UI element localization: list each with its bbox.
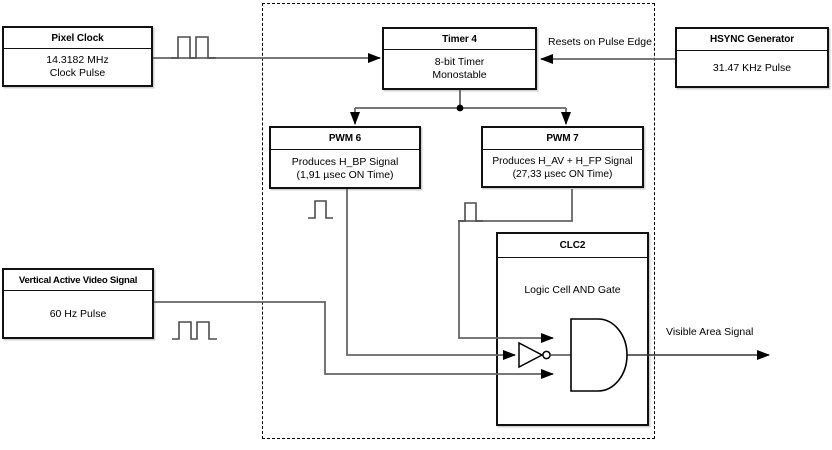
block-pwm7-line1: Produces H_AV + H_FP Signal bbox=[492, 156, 633, 167]
block-pixel-clock-line1: 14.3182 MHz bbox=[46, 54, 109, 66]
block-clc2-body: Logic Cell AND Gate bbox=[498, 258, 647, 424]
block-pixel-clock-body: 14.3182 MHz Clock Pulse bbox=[4, 49, 151, 85]
block-vertical-video-line1: 60 Hz Pulse bbox=[49, 307, 107, 320]
block-pixel-clock: Pixel Clock 14.3182 MHz Clock Pulse bbox=[2, 26, 153, 87]
vertical-video-pulse-icon bbox=[172, 321, 217, 340]
block-timer4: Timer 4 8-bit Timer Monostable bbox=[382, 27, 537, 90]
block-pixel-clock-line2: Clock Pulse bbox=[49, 67, 106, 79]
block-pwm6-body: Produces H_BP Signal (1,91 µsec ON Time) bbox=[271, 150, 419, 187]
resets-on-pulse-edge-label: Resets on Pulse Edge bbox=[548, 36, 652, 48]
block-hsync-body: 31.47 KHz Pulse bbox=[677, 51, 827, 86]
mcu-dashed-boundary bbox=[262, 3, 655, 439]
block-pwm7-body: Produces H_AV + H_FP Signal (27,33 µsec … bbox=[483, 150, 642, 186]
block-timer4-body: 8-bit Timer Monostable bbox=[384, 50, 535, 88]
block-pwm6: PWM 6 Produces H_BP Signal (1,91 µsec ON… bbox=[269, 126, 421, 189]
block-timer4-line2: Monostable bbox=[432, 69, 487, 81]
block-pwm7: PWM 7 Produces H_AV + H_FP Signal (27,33… bbox=[481, 126, 644, 188]
block-hsync-line1: 31.47 KHz Pulse bbox=[712, 62, 792, 74]
block-timer4-line1: 8-bit Timer bbox=[434, 56, 485, 68]
pixel-clock-pulse-icon bbox=[171, 36, 216, 59]
block-vertical-video-body: 60 Hz Pulse bbox=[4, 291, 152, 337]
block-vertical-video-title: Vertical Active Video Signal bbox=[4, 270, 152, 291]
block-hsync-title: HSYNC Generator bbox=[677, 29, 827, 51]
block-timer4-title: Timer 4 bbox=[384, 29, 535, 50]
block-clc2-title: CLC2 bbox=[498, 234, 647, 258]
block-hsync-generator: HSYNC Generator 31.47 KHz Pulse bbox=[675, 27, 829, 88]
block-pwm6-line1: Produces H_BP Signal bbox=[291, 155, 399, 168]
block-pwm7-line2: (27,33 µsec ON Time) bbox=[512, 169, 613, 180]
block-vertical-active-video: Vertical Active Video Signal 60 Hz Pulse bbox=[2, 268, 154, 339]
block-clc2-line1: Logic Cell AND Gate bbox=[524, 284, 621, 296]
block-pwm7-title: PWM 7 bbox=[483, 128, 642, 150]
block-pwm6-title: PWM 6 bbox=[271, 128, 419, 150]
block-clc2: CLC2 Logic Cell AND Gate bbox=[496, 232, 649, 426]
block-pixel-clock-title: Pixel Clock bbox=[4, 28, 151, 49]
visible-area-signal-label: Visible Area Signal bbox=[666, 326, 754, 338]
block-pwm6-line2: (1,91 µsec ON Time) bbox=[296, 168, 394, 181]
